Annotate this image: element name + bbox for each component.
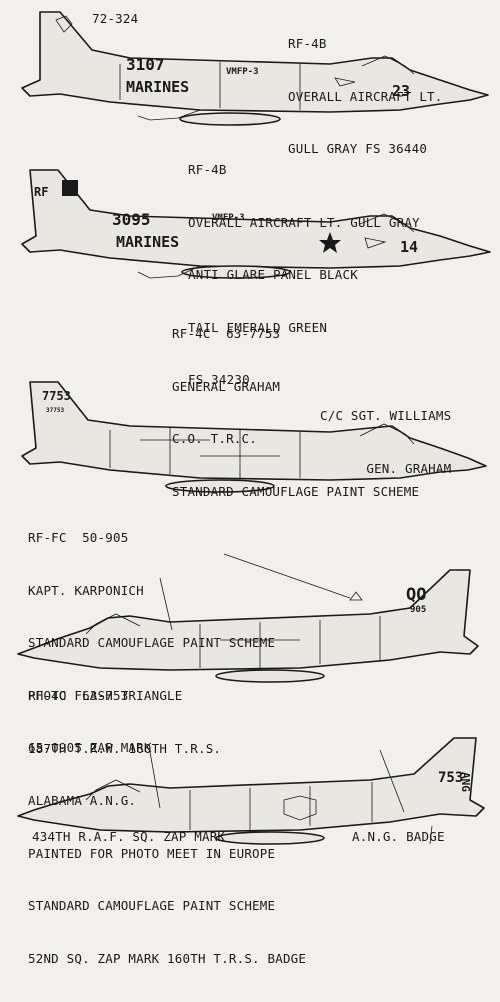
aircraft-2-notes: RF-4B OVERALL AIRCRAFT LT. GULL GRAY ANT… [188, 126, 420, 424]
aircraft-5-tail-number: 753 [438, 770, 463, 786]
note-line: GULL GRAY FS 36440 [288, 141, 428, 156]
credit-line: C/C SGT. WILLIAMS [320, 408, 452, 423]
aircraft-4-rf-fc: QO 905 [17, 553, 479, 683]
aircraft-2-modex: 14 [400, 238, 418, 256]
note-line: 65-0905 ZAP MARK [28, 740, 152, 755]
aircraft-3-tail-sub: 37753 [46, 407, 64, 414]
aircraft-1-unit: VMFP-3 [226, 67, 259, 77]
aircraft-5-rf-4c: 753 ANG [17, 737, 485, 845]
note-line: OVERALL AIRCRAFT LT. [288, 88, 443, 104]
note-line: STANDARD CAMOUFLAGE PAINT SCHEME [28, 898, 276, 913]
aircraft-4-tail-code: QO [406, 585, 426, 605]
note-line: OVERALL AIRCRAFT LT. GULL GRAY [188, 214, 420, 230]
aircraft-4-tail-number: 905 [410, 605, 426, 615]
aircraft-2-tail-code: RF [34, 185, 48, 199]
aircraft-profiles: 3107 VMFP-3 MARINES 23 RF 3095 VMFP-3 MA… [17, 11, 491, 845]
aircraft-2-service: MARINES [116, 233, 179, 251]
profile-sheet: 3107 VMFP-3 MARINES 23 RF 3095 VMFP-3 MA… [17, 0, 491, 966]
aircraft-4-notes: RF-FC 50-905 KAPT. KARPONICH STANDARD CA… [28, 494, 275, 792]
note-line: 187th T.R.W. 160th T.R.S. [28, 740, 222, 756]
note-line: ANTI GLARE PANEL BLACK [188, 267, 358, 282]
note-line: STANDARD CAMOUFLAGE PAINT SCHEME [172, 483, 420, 499]
aircraft-2-unit: VMFP-3 [212, 213, 245, 223]
note-line: PHOTO FLASH TRIANGLE [28, 687, 183, 703]
note-line: KAPT. KARPONICH [28, 582, 144, 598]
aircraft-5-notes: RF-4C 63-753 187th T.R.W. 160th T.R.S. A… [28, 652, 306, 1002]
aircraft-5-tail-code: ANG [459, 772, 472, 792]
note-line: PAINTED FOR PHOTO MEET IN EUROPE [28, 845, 276, 861]
aircraft-1-notes: RF-4B OVERALL AIRCRAFT LT. GULL GRAY FS … [288, 0, 443, 193]
note-line: RF-4B [288, 36, 327, 51]
note-line: ALABAMA A.N.G. [28, 793, 137, 808]
aircraft-1-modex: 23 [392, 82, 410, 100]
aircraft-1-rf-4b: 3107 VMFP-3 MARINES 23 [21, 11, 489, 126]
note-line: C.O. T.R.C. [172, 431, 257, 446]
note-line: TAIL EMERALD GREEN [188, 319, 328, 335]
note-line: FS 34230 [188, 372, 250, 387]
note-line: STANDARD CAMOUFLAGE PAINT SCHEME [28, 635, 276, 650]
aircraft-5-callout-left: 434th R.A.F. SQ. ZAP MARK [32, 829, 226, 844]
aircraft-3-notes: RF-4C 63-7753 GENERAL GRAHAM C.O. T.R.C.… [172, 290, 419, 535]
aircraft-3-rf-4c: 7753 37753 [21, 381, 487, 493]
aircraft-5-callout-right: A.N.G. BADGE [352, 829, 445, 844]
note-line: GENERAL GRAHAM [172, 378, 281, 394]
aircraft-2-rf-4b: RF 3095 VMFP-3 MARINES 14 [21, 169, 491, 279]
note-line: 52nd SQ. ZAP MARK 160th T.R.S. BADGE [28, 950, 307, 966]
aircraft-3-tail-number: 7753 [42, 389, 71, 403]
credit-line: GEN. GRAHAM [366, 460, 452, 476]
aircraft-3-credits: C/C SGT. WILLIAMS GEN. GRAHAM [320, 372, 451, 512]
aircraft-1-serial: 72-324 [92, 11, 139, 26]
note-line: RF-4C 63-753 [28, 688, 129, 703]
note-line: RF-FC 50-905 [28, 530, 129, 545]
aircraft-1-service: MARINES [126, 78, 189, 96]
aircraft-1-number: 3107 [126, 55, 165, 74]
note-line: RF-4B [188, 162, 227, 177]
aircraft-2-number: 3095 [112, 210, 151, 229]
note-line: RF-4C 63-7753 [172, 326, 281, 341]
